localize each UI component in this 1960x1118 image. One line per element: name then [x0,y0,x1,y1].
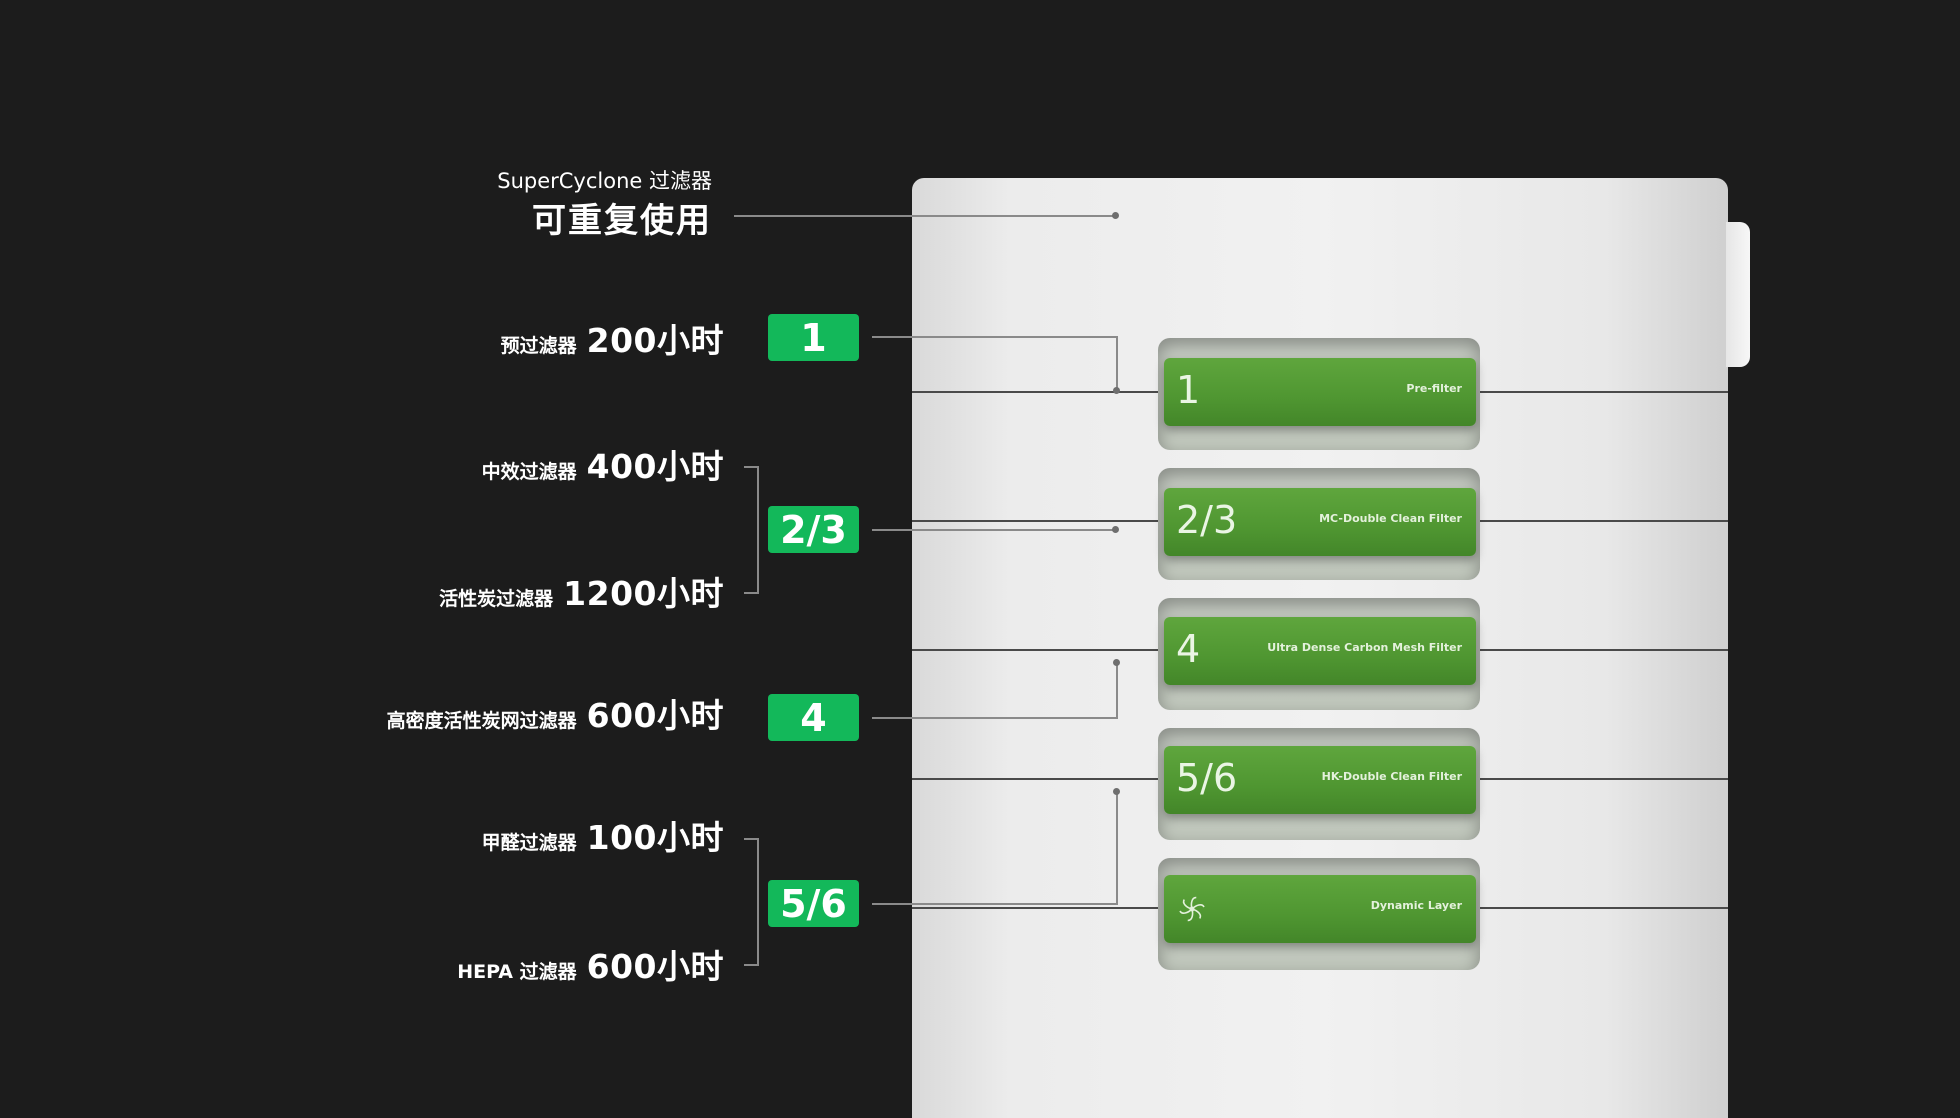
connector-line [872,717,1118,719]
label-value: 100小时 [586,818,724,857]
label-hepa-filter: HEPA 过滤器 600小时 [457,940,724,988]
label-name: 中效过滤器 [481,461,577,483]
bracket-line [744,838,759,840]
supercyclone-subtitle: SuperCyclone 过滤器 [497,169,712,193]
label-formaldehyde-filter: 甲醛过滤器 100小时 [482,811,724,859]
bracket-line [757,466,759,594]
label-name: 活性炭过滤器 [439,588,554,610]
device-handle [1726,222,1750,367]
badge-4: 4 [768,694,859,741]
label-value: 1200小时 [563,574,724,613]
connector-line [872,336,1118,338]
connector-dot [1113,788,1120,795]
label-name: 甲醛过滤器 [481,832,577,854]
filter-card-mc-double-clean[interactable]: 2/3 MC-Double Clean Filter [1164,488,1476,556]
label-name: 高密度活性炭网过滤器 [386,710,577,732]
badge-1: 1 [768,314,859,361]
label-value: 600小时 [586,947,724,986]
filter-number: 4 [1176,627,1201,671]
connector-line [734,215,1116,217]
filter-name: Pre-filter [1406,382,1462,395]
label-name: 预过滤器 [500,335,577,357]
filter-number: 1 [1176,368,1201,412]
filter-card-ultra-dense-carbon[interactable]: 4 Ultra Dense Carbon Mesh Filter [1164,617,1476,685]
label-pre-filter: 预过滤器 200小时 [501,314,724,362]
filter-number: 2/3 [1176,498,1238,542]
supercyclone-title: 可重复使用 [532,201,712,241]
bracket-line [744,964,759,966]
bracket-line [744,592,759,594]
connector-line [1116,792,1118,905]
filter-name: Ultra Dense Carbon Mesh Filter [1267,641,1462,654]
label-medium-filter: 中效过滤器 400小时 [482,440,724,488]
filter-card-pre-filter[interactable]: 1 Pre-filter [1164,358,1476,426]
filter-number: 5/6 [1176,756,1238,800]
filter-card-dynamic-layer[interactable]: Dynamic Layer [1164,875,1476,943]
label-value: 400小时 [586,447,724,486]
badge-2-3: 2/3 [768,506,859,553]
connector-dot [1112,212,1119,219]
filter-name: MC-Double Clean Filter [1319,512,1462,525]
connector-line [1116,336,1118,391]
connector-line [1116,663,1118,719]
bracket-line [757,838,759,966]
label-dense-carbon-filter: 高密度活性炭网过滤器 600小时 [387,689,724,737]
connector-line [872,529,1116,531]
connector-dot [1113,387,1120,394]
fan-icon [1179,896,1205,922]
filter-card-hk-double-clean[interactable]: 5/6 HK-Double Clean Filter [1164,746,1476,814]
label-name: HEPA 过滤器 [457,961,577,983]
badge-5-6: 5/6 [768,880,859,927]
label-value: 200小时 [586,321,724,360]
bracket-line [744,466,759,468]
connector-dot [1113,659,1120,666]
label-carbon-filter: 活性炭过滤器 1200小时 [439,567,724,615]
connector-line [872,903,1118,905]
connector-dot [1112,526,1119,533]
filter-name: HK-Double Clean Filter [1321,770,1462,783]
filter-name: Dynamic Layer [1370,899,1462,912]
label-value: 600小时 [586,696,724,735]
